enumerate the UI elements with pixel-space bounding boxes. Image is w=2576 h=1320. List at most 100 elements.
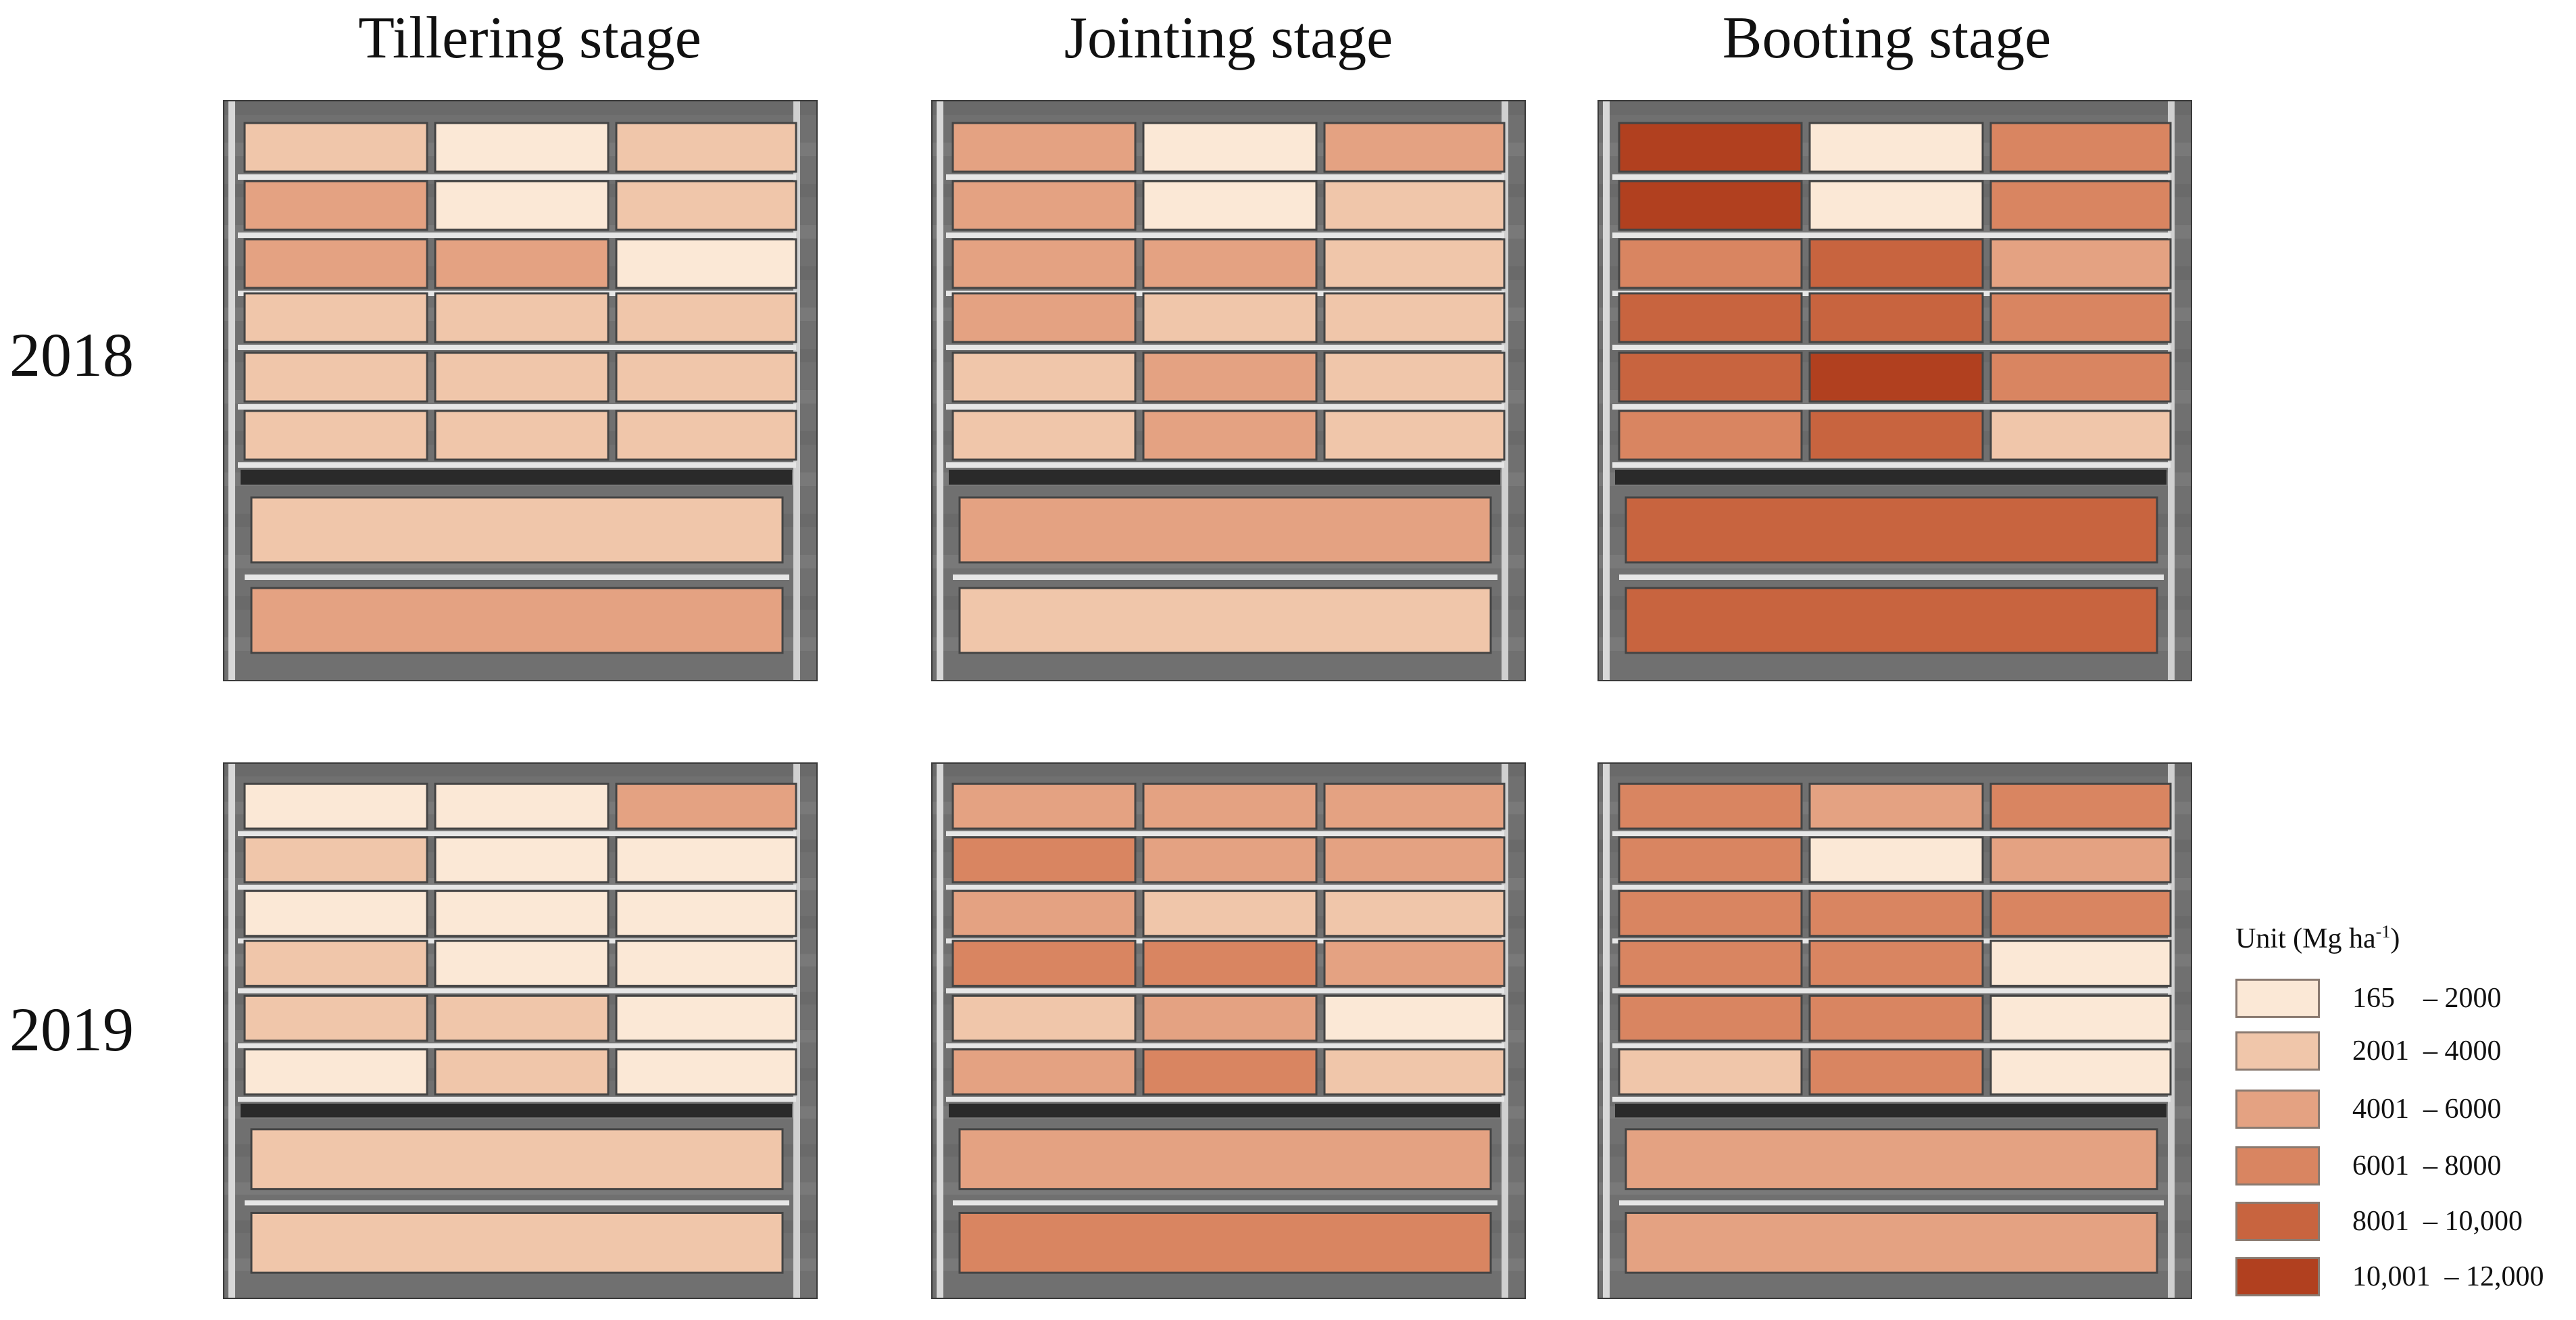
road (228, 764, 235, 1298)
plot-cell (1618, 180, 1803, 231)
plot-cell (434, 351, 610, 403)
plot-cell (1618, 351, 1803, 403)
map-panel-2018-tillering (223, 100, 818, 681)
map-panel-2019-tillering (223, 762, 818, 1299)
plot-cell (951, 238, 1137, 289)
plot-cell (434, 994, 610, 1042)
legend-row: 8001 – 10,000 (2235, 1200, 2523, 1242)
road (1612, 404, 2171, 410)
plot-cell (615, 889, 797, 937)
plot-cell (434, 1048, 610, 1096)
texture-band (224, 101, 816, 115)
plot-cell (1618, 783, 1803, 830)
plot-cell (615, 292, 797, 343)
plot-cell (1618, 939, 1803, 987)
row-title-2019: 2019 (9, 995, 134, 1064)
legend-label: 4001 – 6000 (2352, 1094, 2502, 1125)
plot-strip (250, 587, 784, 654)
plot-cell (1323, 180, 1506, 231)
legend-label: 8001 – 10,000 (2352, 1206, 2523, 1237)
plot-strip (1625, 1128, 2158, 1190)
plot-cell (1808, 1048, 1984, 1096)
road (245, 575, 789, 580)
legend-swatch (2235, 1202, 2320, 1241)
road (1603, 764, 1610, 1298)
plot-cell (243, 994, 428, 1042)
road (1612, 885, 2171, 890)
road (946, 345, 1504, 350)
plot-cell (1323, 122, 1506, 173)
legend-row: 6001 – 8000 (2235, 1145, 2502, 1187)
plot-cell (1808, 783, 1984, 830)
texture-band (224, 764, 816, 777)
plot-cell (615, 351, 797, 403)
texture-band (1599, 764, 2191, 777)
plot-cell (1142, 351, 1318, 403)
legend-swatch (2235, 1257, 2320, 1296)
road (937, 764, 943, 1298)
road (1612, 1096, 2171, 1102)
plot-strip (250, 496, 784, 564)
plot-cell (434, 122, 610, 173)
plot-cell (1142, 292, 1318, 343)
plot-cell (1808, 122, 1984, 173)
plot-cell (243, 836, 428, 883)
plot-cell (1618, 410, 1803, 461)
legend-label: 2001 – 4000 (2352, 1035, 2502, 1067)
legend-title-main: Unit (Mg ha (2235, 923, 2376, 954)
legend-label: 165 – 2000 (2352, 983, 2502, 1014)
hedge-row (241, 1103, 792, 1118)
plot-strip (1625, 496, 2158, 564)
plot-cell (243, 122, 428, 173)
plot-cell (951, 410, 1137, 461)
plot-cell (1323, 939, 1506, 987)
legend-label: 6001 – 8000 (2352, 1150, 2502, 1181)
road (1612, 462, 2171, 468)
plot-cell (434, 939, 610, 987)
hedge-row (1615, 1103, 2166, 1118)
map-panel-2018-booting (1597, 100, 2192, 681)
plot-cell (951, 122, 1137, 173)
plot-cell (951, 994, 1137, 1042)
road (1612, 233, 2171, 238)
plot-cell (1989, 783, 2172, 830)
road (238, 885, 796, 890)
road (946, 174, 1504, 180)
column-title-jointing: Jointing stage (1064, 5, 1393, 71)
map-panel-2019-booting (1597, 762, 2192, 1299)
plot-cell (1808, 410, 1984, 461)
road (1612, 174, 2171, 180)
plot-cell (615, 939, 797, 987)
plot-cell (951, 180, 1137, 231)
plot-cell (1989, 410, 2172, 461)
road (238, 404, 796, 410)
road (953, 575, 1497, 580)
column-title-tillering: Tillering stage (358, 5, 701, 71)
plot-cell (243, 1048, 428, 1096)
plot-cell (1618, 292, 1803, 343)
plot-cell (615, 836, 797, 883)
plot-cell (1323, 889, 1506, 937)
hedge-row (949, 1103, 1500, 1118)
plot-cell (243, 939, 428, 987)
legend-row: 2001 – 4000 (2235, 1030, 2502, 1072)
legend-title: Unit (Mg ha-1) (2235, 922, 2400, 955)
plot-cell (1142, 836, 1318, 883)
plot-cell (951, 292, 1137, 343)
plot-cell (1989, 180, 2172, 231)
road (238, 345, 796, 350)
plot-cell (1989, 1048, 2172, 1096)
plot-cell (1808, 889, 1984, 937)
plot-cell (1989, 939, 2172, 987)
plot-cell (951, 939, 1137, 987)
plot-cell (1618, 1048, 1803, 1096)
plot-cell (615, 1048, 797, 1096)
plot-cell (1142, 783, 1318, 830)
plot-cell (615, 238, 797, 289)
road (946, 988, 1504, 994)
road (946, 1043, 1504, 1048)
legend-title-sup: -1 (2375, 922, 2391, 942)
column-title-booting: Booting stage (1722, 5, 2052, 71)
hedge-row (241, 470, 792, 485)
road (937, 101, 943, 680)
